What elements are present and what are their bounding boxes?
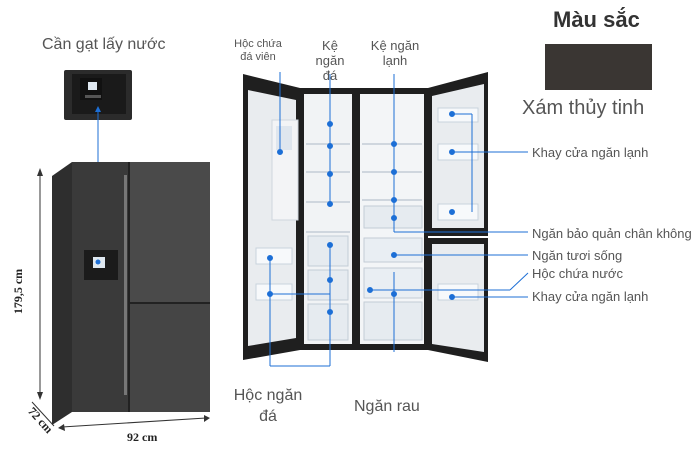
label-freezer-shelf: Kệ ngăn đá (315, 38, 345, 83)
label-chiller: Ngăn bảo quản chân không (532, 226, 692, 241)
label-fridge-shelf: Kệ ngăn lạnh (370, 38, 420, 68)
label-ice-box: Hộc chứa đá viên (234, 38, 282, 63)
label-fridge-door-tray-1: Khay cửa ngăn lạnh (532, 145, 649, 160)
label-vegetable: Ngăn rau (354, 398, 420, 415)
label-ice-drawer: Hộc ngăn đá (233, 387, 303, 425)
dimension-width: 92 cm (127, 430, 158, 444)
color-swatch (545, 44, 652, 90)
color-name: Xám thủy tinh (522, 97, 645, 119)
dimension-height: 179,5 cm (11, 268, 26, 315)
lever-label: Cần gạt lấy nước (42, 36, 166, 53)
label-fridge-door-tray-2: Khay cửa ngăn lạnh (532, 289, 649, 304)
label-fresh: Ngăn tươi sống (532, 248, 623, 263)
color-title: Màu sắc (553, 7, 640, 32)
label-water-box: Hộc chứa nước (532, 266, 623, 281)
